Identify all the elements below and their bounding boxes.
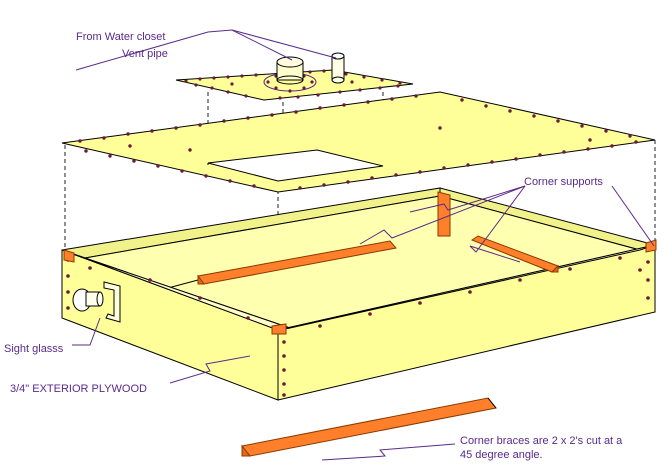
lid-screw-dots — [78, 94, 638, 190]
lid-opening — [207, 149, 384, 182]
right-corner-brace — [645, 239, 657, 253]
label-braces-line1: Corner braces are 2 x 2's cut at a — [460, 435, 623, 447]
front-corner-brace — [271, 323, 287, 335]
label-braces-line2: 45 degree angle. — [460, 449, 543, 461]
toilet-flange-icon — [263, 56, 317, 93]
vent-pipe-icon — [331, 52, 345, 84]
water-closet-leader — [75, 29, 293, 71]
lid-panel — [61, 91, 656, 193]
plywood-leader — [169, 355, 251, 384]
braces-leader — [321, 443, 456, 461]
cover-screw-dots — [184, 69, 402, 100]
label-plywood: 3/4" EXTERIOR PLYWOOD — [10, 383, 147, 395]
corner-braces — [63, 191, 657, 335]
back-corner-brace — [437, 191, 451, 237]
tank-box — [61, 187, 657, 401]
sight-glass-icon — [72, 281, 121, 323]
box-screw-dots — [66, 256, 650, 397]
vent-pipe-leader — [231, 29, 337, 59]
front-left-corner-brace — [63, 249, 75, 263]
access-cover-plate — [175, 52, 414, 101]
label-vent-pipe: Vent pipe — [122, 48, 168, 60]
labels: From Water closet Vent pipe Corner suppo… — [4, 31, 623, 461]
label-corner-supports: Corner supports — [524, 176, 603, 188]
leader-lines — [72, 29, 655, 461]
label-from-water-closet: From Water closet — [76, 31, 165, 43]
sight-glass-leader — [72, 317, 101, 346]
label-sight-glass: Sight glasss — [4, 343, 64, 355]
loose-corner-brace — [241, 397, 497, 457]
